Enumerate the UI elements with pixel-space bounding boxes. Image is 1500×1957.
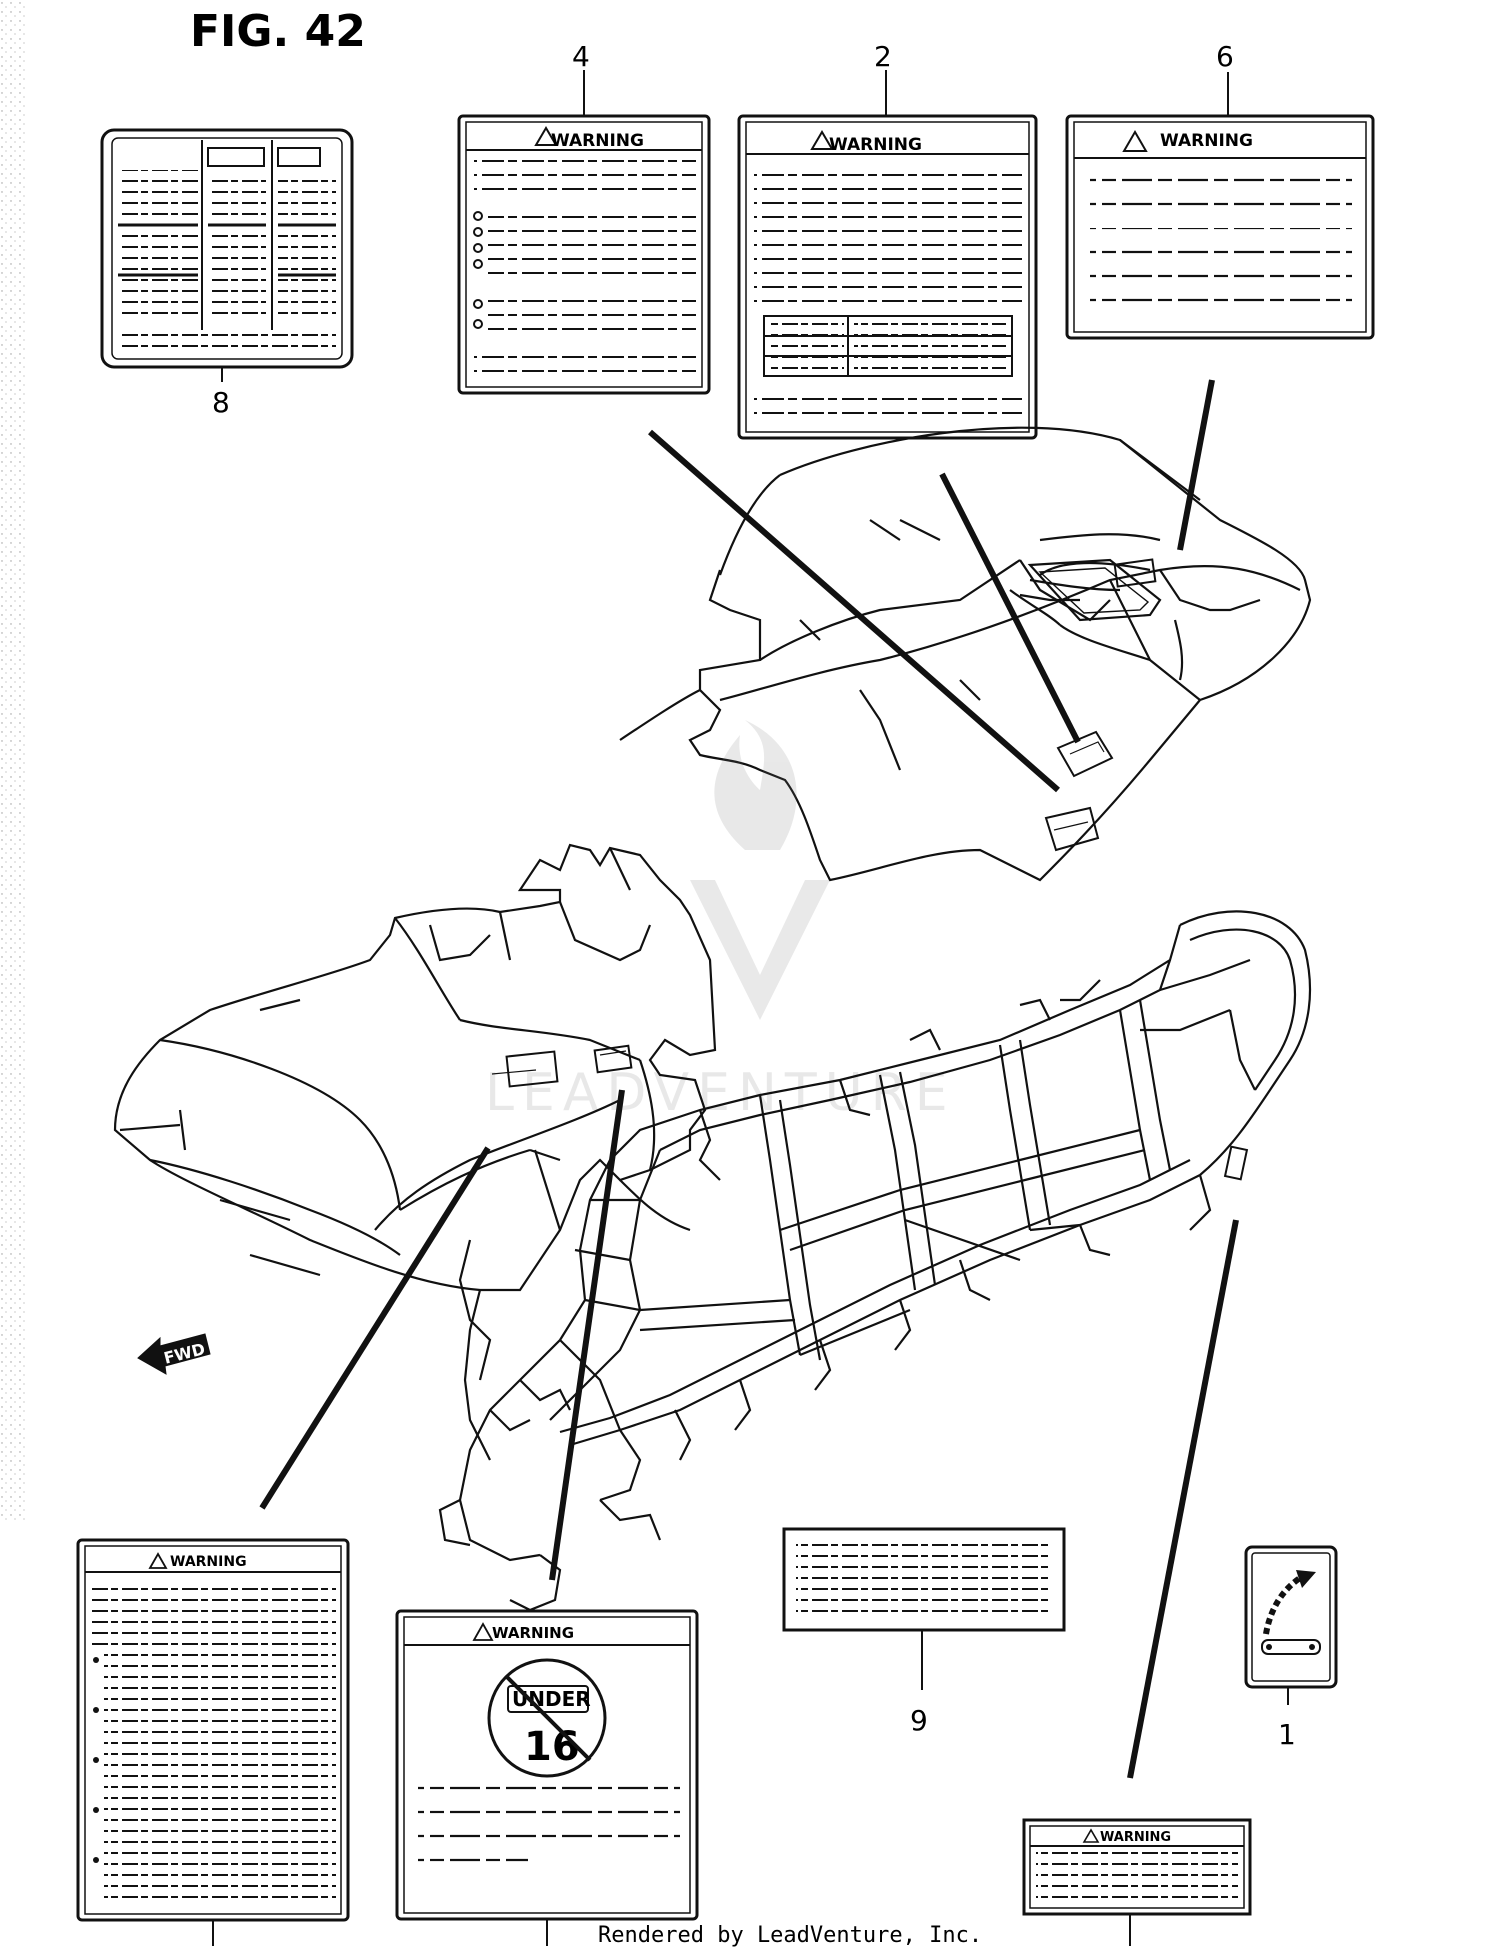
patch-label-3: [593, 1044, 633, 1074]
label-part-1: [1244, 1545, 1338, 1705]
callout-4: 4: [572, 40, 590, 73]
patch-label-2: [1056, 730, 1114, 778]
age-badge-number: 16: [524, 1724, 580, 1770]
leader-line-3: [259, 1146, 491, 1510]
warning-header-bottom-left: WARNING: [170, 1554, 247, 1570]
age-badge-circle: [487, 1658, 607, 1778]
label-bottom-middle: WARNING UNDER 16: [395, 1609, 699, 1946]
leader-line-5: [549, 1089, 625, 1581]
leader-line-1: [1127, 1219, 1239, 1779]
label-part-4: WARNING: [457, 114, 711, 395]
leader-line-2: [939, 472, 1081, 744]
label-bottom-left: WARNING: [76, 1538, 350, 1946]
atv-frame: [438, 910, 1312, 1612]
patch-label-1: [1223, 1145, 1249, 1181]
warning-header-bottom-right: WARNING: [1100, 1830, 1171, 1845]
rear-fender-lid: [1027, 558, 1162, 622]
fwd-arrow: FWD: [137, 1333, 211, 1375]
age-badge-top: UNDER: [512, 1687, 591, 1711]
leader-line-4: [648, 429, 1060, 793]
label-bottom-right: WARNING: [1022, 1818, 1252, 1946]
footer-credit: Rendered by LeadVenture, Inc.: [598, 1923, 982, 1948]
figure-title: FIG. 42: [190, 6, 366, 57]
warning-header-4: WARNING: [551, 131, 644, 151]
patch-label-5: [505, 1050, 559, 1088]
callout-9: 9: [910, 1704, 928, 1737]
label-part-9: [782, 1527, 1066, 1690]
front-fender: [113, 843, 717, 1292]
label-part-6: WARNING: [1065, 114, 1375, 340]
scan-noise: [0, 0, 26, 1520]
warning-header-bottom-middle: WARNING: [492, 1624, 574, 1642]
label-part-2: WARNING: [737, 114, 1038, 440]
callout-8: 8: [212, 386, 230, 419]
callout-6: 6: [1216, 40, 1234, 73]
callout-2: 2: [874, 40, 892, 73]
callout-1: 1: [1278, 1718, 1296, 1751]
patch-label-4: [1044, 806, 1100, 852]
warning-header-2: WARNING: [829, 135, 922, 155]
patch-label-6: [1113, 558, 1157, 588]
rear-fender: [619, 426, 1312, 882]
leader-line-6: [1177, 379, 1215, 551]
label-part-8: [100, 128, 354, 382]
warning-header-6: WARNING: [1160, 131, 1253, 151]
